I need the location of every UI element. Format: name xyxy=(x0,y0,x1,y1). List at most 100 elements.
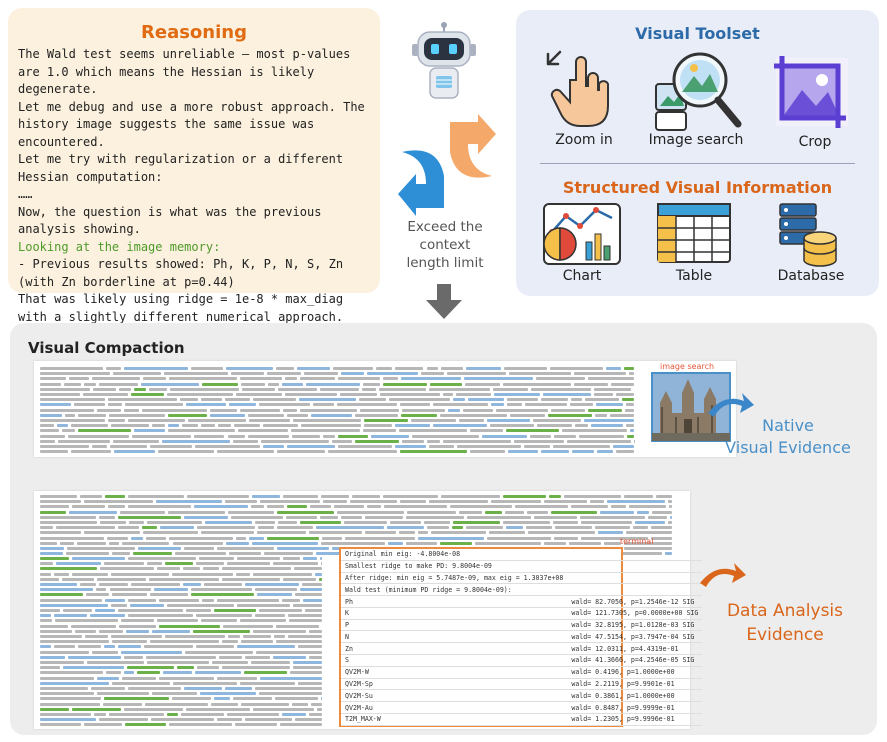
text-line xyxy=(110,635,163,638)
text-line xyxy=(218,424,232,428)
text-line xyxy=(191,593,254,597)
text-line xyxy=(234,424,260,428)
text-line xyxy=(322,434,336,438)
text-line xyxy=(225,687,252,690)
text-line xyxy=(286,505,307,509)
reasoning-text: The Wald test seems unreliable — most p-… xyxy=(18,46,376,344)
text-line xyxy=(448,408,461,412)
tool-label-crop: Crop xyxy=(798,134,832,150)
text-line xyxy=(279,723,322,727)
text-line xyxy=(507,398,539,402)
text-line xyxy=(282,713,306,716)
text-line xyxy=(99,583,129,586)
data-evidence-line: Evidence xyxy=(746,625,824,645)
terminal-cell: wald= 12.0311, p=4.4319e-01 xyxy=(567,642,703,656)
text-line xyxy=(127,614,194,618)
text-line xyxy=(610,382,634,386)
text-line xyxy=(405,515,464,519)
text-line xyxy=(169,723,232,727)
text-line xyxy=(668,500,672,504)
text-line xyxy=(406,541,438,545)
text-line xyxy=(626,434,634,438)
text-line xyxy=(40,387,91,391)
native-evidence-line: Visual Evidence xyxy=(725,438,851,457)
text-line xyxy=(40,552,63,556)
text-line xyxy=(611,505,626,509)
text-line xyxy=(487,536,552,540)
text-line xyxy=(449,505,513,509)
text-line xyxy=(386,526,424,530)
text-line xyxy=(111,681,171,685)
text-line xyxy=(54,572,69,576)
text-line xyxy=(626,424,634,428)
text-line xyxy=(543,393,592,396)
terminal-cell: Smallest ridge to make PD: 9.8004e-09 xyxy=(341,560,568,573)
text-line xyxy=(287,635,322,638)
text-line xyxy=(441,367,463,370)
text-line xyxy=(573,382,608,386)
text-line xyxy=(400,403,431,407)
structured-label-chart: Chart xyxy=(562,268,602,284)
text-line xyxy=(40,557,70,560)
text-line xyxy=(96,676,119,680)
text-line xyxy=(257,526,275,530)
text-line xyxy=(303,557,317,560)
text-line xyxy=(291,429,360,433)
text-line xyxy=(429,387,491,391)
text-line xyxy=(195,671,241,675)
text-line xyxy=(63,666,124,670)
text-line xyxy=(111,593,147,597)
text-line xyxy=(596,450,613,454)
text-line xyxy=(40,536,104,540)
text-line xyxy=(260,439,329,443)
text-line xyxy=(125,403,184,407)
text-line xyxy=(230,515,284,519)
text-line xyxy=(277,526,313,530)
text-line xyxy=(183,515,228,519)
text-line xyxy=(303,372,338,376)
text-line xyxy=(162,439,231,443)
text-line xyxy=(99,521,127,524)
text-line xyxy=(40,692,94,696)
text-line xyxy=(98,382,139,386)
text-line xyxy=(253,398,296,402)
text-line xyxy=(117,645,141,649)
text-line xyxy=(320,562,322,566)
text-line xyxy=(167,713,178,716)
table-icon xyxy=(657,203,731,263)
text-line xyxy=(336,510,404,514)
text-line xyxy=(383,377,398,381)
text-line xyxy=(355,413,398,417)
text-line xyxy=(252,495,280,498)
text-line xyxy=(68,655,121,659)
text-line xyxy=(553,445,611,448)
text-line xyxy=(236,645,295,649)
text-line xyxy=(89,614,125,618)
text-line xyxy=(564,495,622,498)
text-line xyxy=(588,377,634,381)
text-line xyxy=(447,372,506,376)
text-line xyxy=(581,521,632,524)
text-line xyxy=(340,515,363,519)
text-line xyxy=(490,500,541,504)
text-line xyxy=(179,398,198,402)
text-line xyxy=(200,619,237,623)
text-line xyxy=(292,661,322,664)
text-line xyxy=(535,377,586,381)
text-line xyxy=(40,676,94,680)
text-line xyxy=(243,671,287,675)
text-line xyxy=(314,572,322,576)
terminal-cell: Wald test (minimum PD ridge = 9.8004e-09… xyxy=(341,583,568,597)
text-line xyxy=(388,541,404,545)
text-line xyxy=(175,552,226,556)
text-line xyxy=(92,445,108,448)
text-line xyxy=(40,718,96,722)
text-line xyxy=(68,434,130,438)
text-line xyxy=(72,707,122,711)
text-line xyxy=(550,510,597,514)
text-line xyxy=(250,505,264,509)
text-line xyxy=(469,450,506,454)
text-line xyxy=(360,408,399,412)
text-line xyxy=(40,702,100,706)
